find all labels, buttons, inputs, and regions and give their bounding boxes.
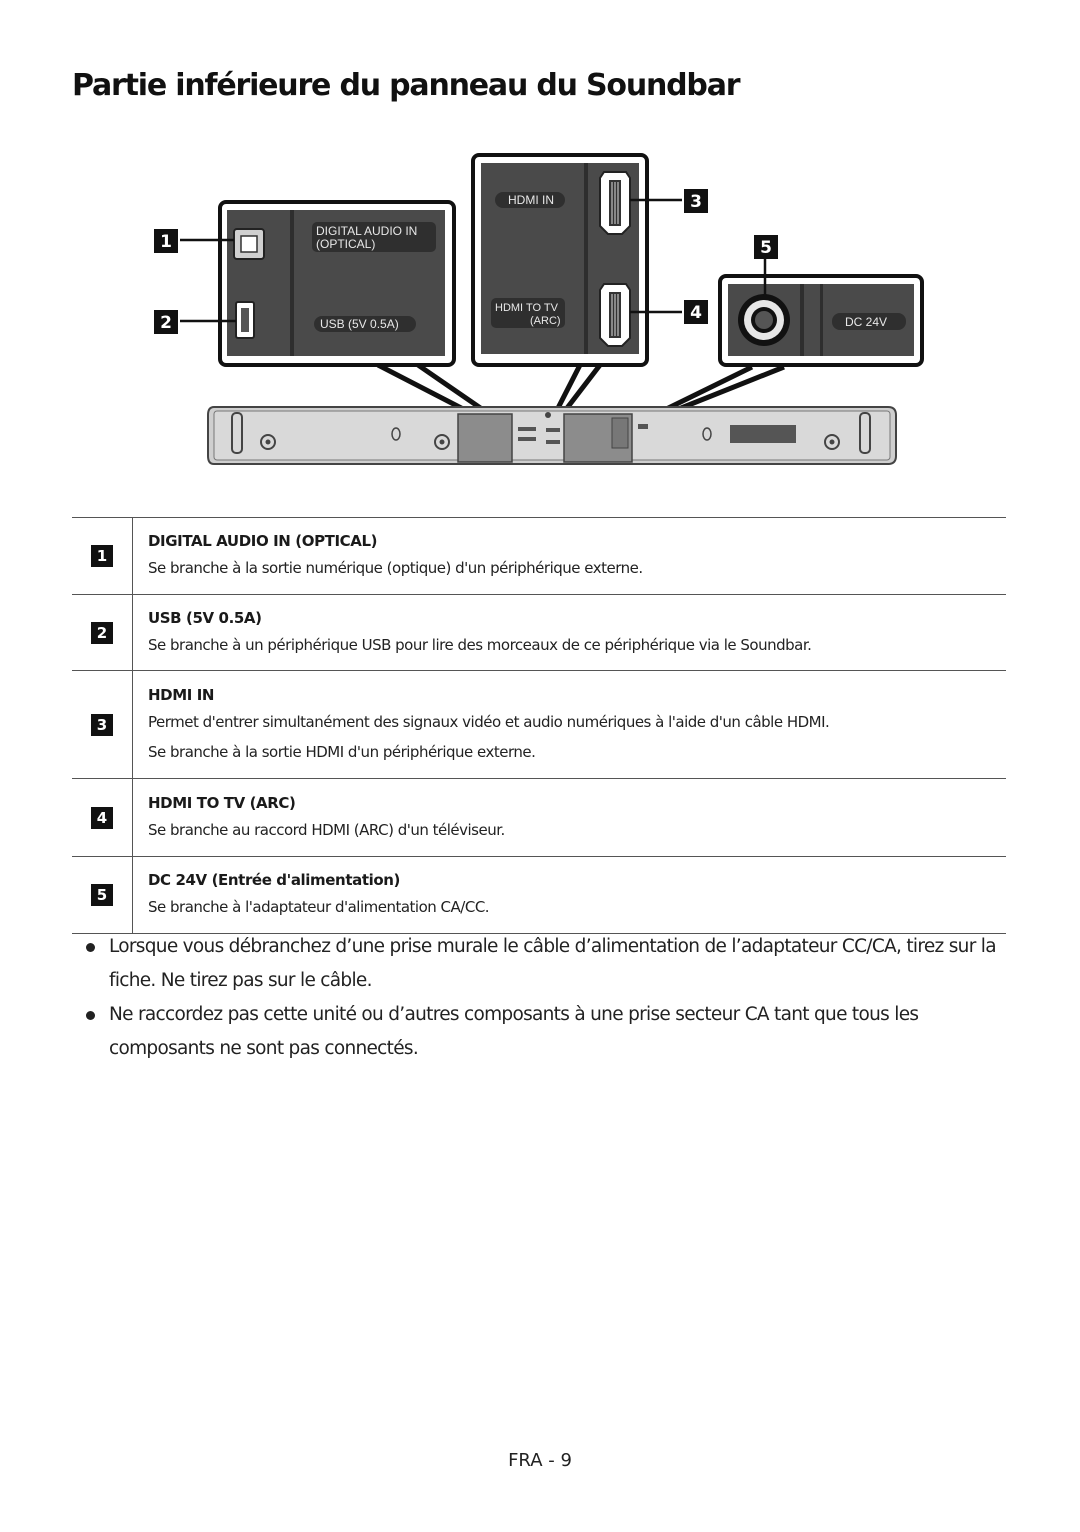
ports-table: 1 DIGITAL AUDIO IN (OPTICAL) Se branche … (72, 517, 1006, 934)
port-name: USB (5V 0.5A) (148, 608, 262, 627)
dc-port (738, 294, 790, 346)
callout-1: 1 (154, 229, 178, 253)
port-name: DIGITAL AUDIO IN (OPTICAL) (148, 532, 378, 550)
callout-4-number: 4 (690, 303, 702, 323)
table-row: 2 USB (5V 0.5A) Se branche à un périphér… (72, 594, 1006, 671)
port-description: Se branche à l'adaptateur d'alimentation… (148, 898, 490, 916)
port-number: 4 (91, 806, 113, 829)
page-title: Partie inférieure du panneau du Soundbar (72, 68, 741, 103)
bullet-icon (86, 943, 95, 952)
label-hdmi-to-tv: HDMI TO TV (495, 302, 559, 314)
usb-port (235, 301, 255, 339)
port-number: 5 (91, 884, 113, 906)
port-name: HDMI IN (148, 685, 215, 704)
port-description: Se branche à un périphérique USB pour li… (148, 635, 812, 654)
table-row: 4 HDMI TO TV (ARC) Se branche au raccord… (72, 778, 1006, 857)
bullet-icon (86, 1011, 95, 1020)
port-name: HDMI TO TV (ARC) (148, 793, 296, 812)
callout-1-number: 1 (160, 232, 172, 252)
panel-dc: DC 24V (718, 274, 924, 367)
port-description: Se branche à la sortie HDMI d'un périphé… (148, 742, 536, 761)
callout-2: 2 (154, 310, 178, 334)
panel-hdmi: HDMI IN HDMI TO TV (ARC) (471, 153, 649, 367)
label-dc: DC 24V (845, 315, 887, 329)
label-optical: (OPTICAL) (316, 237, 375, 251)
port-number: 2 (91, 621, 113, 644)
port-description: Se branche à la sortie numérique (optiqu… (148, 559, 643, 577)
port-description: Permet d'entrer simultanément des signau… (148, 712, 830, 731)
port-number: 1 (91, 545, 113, 567)
soundbar-bottom-diagram: DIGITAL AUDIO IN (OPTICAL) USB (5V 0.5A)… (154, 153, 924, 465)
label-usb: USB (5V 0.5A) (320, 317, 399, 331)
panel-optical-usb: DIGITAL AUDIO IN (OPTICAL) USB (5V 0.5A) (218, 200, 456, 367)
callout-5: 5 (754, 235, 778, 259)
label-hdmi-in: HDMI IN (508, 193, 554, 207)
list-item: Ne raccordez pas cette unité ou d’autres… (82, 998, 1012, 1066)
zoom-line-middle (553, 363, 602, 414)
callout-2-number: 2 (160, 313, 172, 333)
table-row: 5 DC 24V (Entrée d'alimentation) Se bran… (72, 856, 1006, 934)
optical-port (233, 228, 265, 260)
callout-5-number: 5 (760, 238, 772, 258)
label-arc: (ARC) (530, 315, 561, 327)
label-digital-audio: DIGITAL AUDIO IN (316, 224, 417, 238)
callout-lines (180, 198, 767, 323)
hdmi-in-port (599, 171, 631, 235)
hdmi-to-tv-port (599, 283, 631, 347)
port-description: Se branche au raccord HDMI (ARC) d'un té… (148, 820, 505, 839)
list-item: Lorsque vous débranchez d’une prise mura… (82, 930, 1012, 998)
note-text: Lorsque vous débranchez d’une prise mura… (109, 936, 997, 991)
note-text: Ne raccordez pas cette unité ou d’autres… (109, 1004, 919, 1059)
port-name: DC 24V (Entrée d'alimentation) (148, 871, 400, 889)
table-row: 1 DIGITAL AUDIO IN (OPTICAL) Se branche … (72, 517, 1006, 595)
table-row: 3 HDMI IN Permet d'entrer simultanément … (72, 670, 1006, 779)
callout-3: 3 (684, 189, 708, 213)
port-number: 3 (91, 713, 113, 736)
callout-4: 4 (684, 300, 708, 324)
soundbar-body (207, 406, 897, 465)
callout-3-number: 3 (690, 192, 702, 212)
notes-list: Lorsque vous débranchez d’une prise mura… (82, 930, 1012, 1066)
page-number: FRA - 9 (508, 1450, 572, 1471)
